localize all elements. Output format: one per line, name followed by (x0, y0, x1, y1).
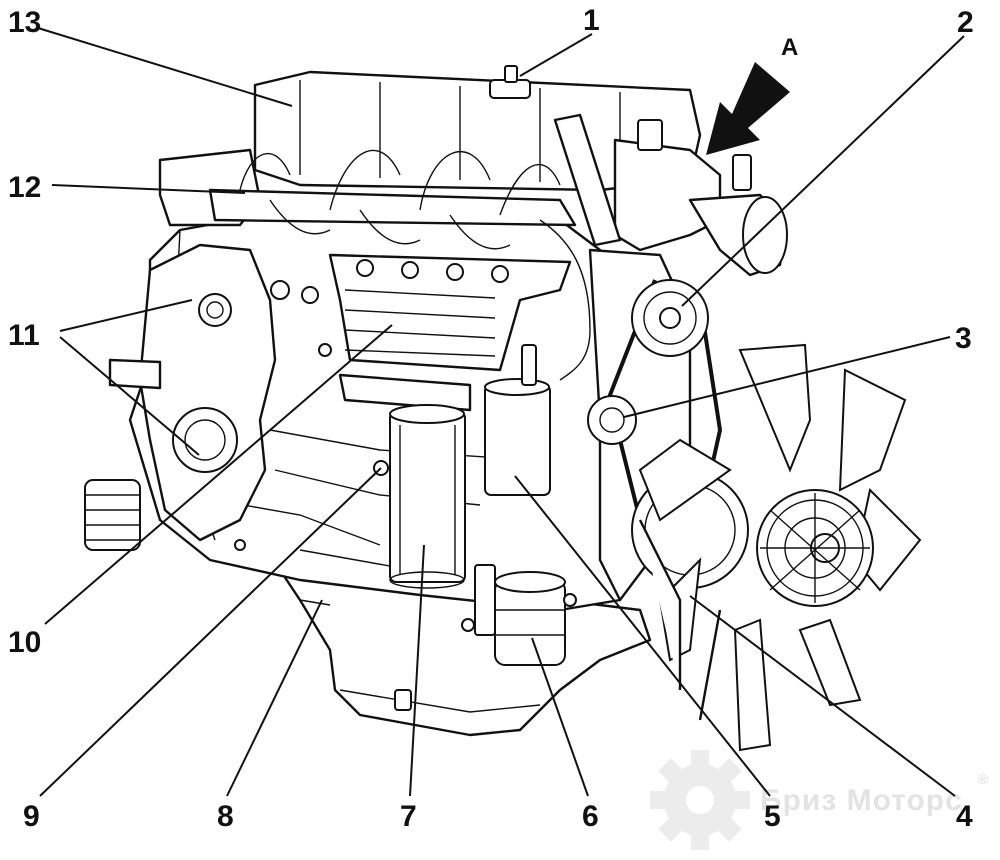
fuel-feed-pump (474, 564, 566, 666)
tensioner-pulley (587, 395, 637, 445)
injection-pump (328, 253, 572, 372)
callout-3: 3 (955, 322, 972, 355)
fuel-filter (484, 344, 551, 496)
callout-2: 2 (957, 6, 974, 39)
view-arrow-label: A (781, 34, 798, 61)
left-engine-mount (84, 479, 141, 551)
leader-line-3 (623, 336, 951, 418)
callout-8: 8 (217, 800, 234, 833)
callout-13: 13 (8, 6, 41, 39)
leader-line-13 (37, 27, 293, 107)
water-outlet (613, 138, 722, 252)
leader-line-1 (519, 33, 593, 77)
callout-1: 1 (583, 4, 600, 37)
callout-7: 7 (400, 800, 417, 833)
leader-line-5 (514, 475, 771, 797)
leader-line-11a (59, 299, 193, 332)
watermark: Бриз Моторс ® (650, 750, 989, 850)
oil-filter (389, 404, 466, 589)
watermark-text: Бриз Моторс (760, 784, 963, 817)
leader-line-9 (39, 467, 382, 797)
gear-icon (650, 750, 750, 850)
leader-line-10 (44, 324, 393, 625)
callout-10: 10 (8, 626, 41, 659)
leader-line-11b (59, 336, 200, 456)
callout-4: 4 (956, 800, 973, 833)
callout-6: 6 (582, 800, 599, 833)
callout-9: 9 (23, 800, 40, 833)
timing-cover (138, 243, 277, 542)
leader-lines (37, 27, 965, 797)
leader-line-7 (409, 544, 425, 797)
leader-line-12 (51, 184, 246, 194)
cooling-fan (638, 343, 922, 752)
view-arrow: A (706, 34, 798, 155)
callout-5: 5 (764, 800, 781, 833)
callout-labels: 1 2 3 4 5 6 7 8 9 10 11 12 13 (8, 4, 974, 833)
leader-line-4 (689, 595, 956, 797)
engine-drawing (84, 65, 922, 752)
leader-line-2 (681, 35, 965, 307)
callout-12: 12 (8, 171, 41, 204)
callout-11: 11 (8, 319, 40, 352)
leader-line-6 (531, 637, 589, 797)
leader-line-8 (226, 599, 323, 797)
drain-plug (394, 689, 412, 711)
view-arrow-shape (706, 62, 790, 155)
watermark-registered-mark: ® (978, 771, 989, 787)
